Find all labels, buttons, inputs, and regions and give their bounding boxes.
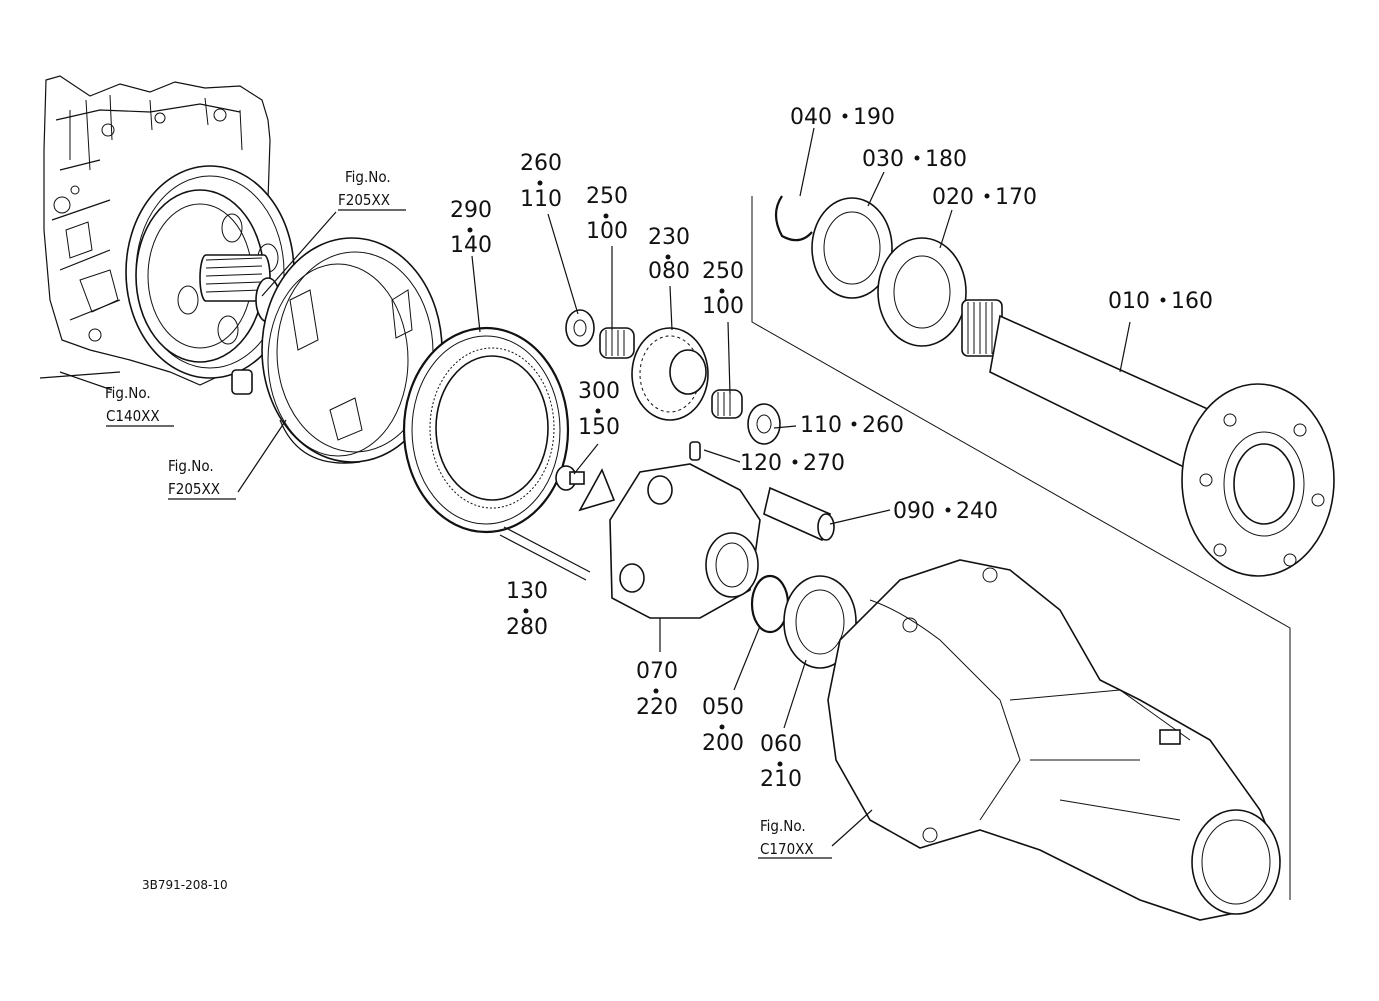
- fig-ref-c170-line2: C170XX: [760, 840, 814, 858]
- axle-case-drawing: [827, 559, 1281, 921]
- callout-020-dot: [984, 193, 990, 199]
- callout-010-dot: [1160, 297, 1166, 303]
- fig-ref-c170-line1: Fig.No.: [760, 817, 806, 835]
- callout-110r-b: 260: [862, 413, 904, 438]
- leader-lines: [59, 127, 1131, 859]
- callout-050-dot: [719, 724, 725, 730]
- fig-ref-top-line1: Fig.No.: [345, 168, 391, 186]
- callout-250a-b: 100: [586, 219, 628, 244]
- fig-ref-top-line2: F205XX: [338, 191, 390, 209]
- fig-ref-c140-line1: Fig.No.: [105, 384, 151, 402]
- callout-030-b: 180: [925, 147, 967, 172]
- callout-040-b: 190: [853, 105, 895, 130]
- callout-040-dot: [842, 113, 848, 119]
- callout-230-dot: [665, 254, 671, 260]
- callout-050-b: 200: [702, 731, 744, 756]
- fig-ref-c140-line2: C140XX: [106, 407, 160, 425]
- callout-070-dot: [653, 688, 659, 694]
- callout-030-a: 030: [862, 147, 904, 172]
- callout-030-dot: [914, 155, 920, 161]
- fig-ref-f205-line1: Fig.No.: [168, 457, 214, 475]
- callout-250b-a: 250: [702, 259, 744, 284]
- callout-050-a: 050: [702, 695, 744, 720]
- callout-250a-dot: [603, 213, 609, 219]
- callout-290-a: 290: [450, 198, 492, 223]
- callout-260-a: 260: [520, 151, 562, 176]
- callout-040-a: 040: [790, 105, 832, 130]
- left-housing-drawing: [39, 75, 295, 395]
- callout-060-b: 210: [760, 767, 802, 792]
- callout-010-b: 160: [1171, 289, 1213, 314]
- callout-090-dot: [945, 507, 951, 513]
- callout-290-dot: [467, 227, 473, 233]
- axle-shaft-drawing: [751, 195, 1335, 900]
- callout-130-dot: [523, 608, 529, 614]
- small-parts-drawing: [499, 309, 857, 669]
- callout-230-a: 230: [648, 225, 690, 250]
- callout-300-b: 150: [578, 415, 620, 440]
- callout-120-dot: [792, 459, 798, 465]
- callout-060-dot: [777, 761, 783, 767]
- fig-ref-f205-line2: F205XX: [168, 480, 220, 498]
- callout-070-a: 070: [636, 659, 678, 684]
- callout-230-b: 080: [648, 259, 690, 284]
- callout-290-b: 140: [450, 233, 492, 258]
- callout-130-b: 280: [506, 615, 548, 640]
- callout-300-dot: [595, 408, 601, 414]
- callout-250b-b: 100: [702, 294, 744, 319]
- callout-120-b: 270: [803, 451, 845, 476]
- callout-250a-a: 250: [586, 184, 628, 209]
- ring-housing-drawing: [261, 237, 443, 464]
- callout-110r-a: 110: [800, 413, 842, 438]
- callout-020-b: 170: [995, 185, 1037, 210]
- document-code: 3B791-208-10: [142, 878, 228, 892]
- callout-020-a: 020: [932, 185, 974, 210]
- callout-300-a: 300: [578, 379, 620, 404]
- callout-060-a: 060: [760, 732, 802, 757]
- callout-260-b: 110: [520, 187, 562, 212]
- callout-090-a: 090: [893, 499, 935, 524]
- ring-gear-drawing: [402, 326, 570, 534]
- callout-260-dot: [537, 180, 543, 186]
- callout-070-b: 220: [636, 695, 678, 720]
- callout-250b-dot: [719, 288, 725, 294]
- callout-110r-dot: [851, 421, 857, 427]
- callout-120-a: 120: [740, 451, 782, 476]
- callout-010-a: 010: [1108, 289, 1150, 314]
- callout-090-b: 240: [956, 499, 998, 524]
- callout-130-a: 130: [506, 579, 548, 604]
